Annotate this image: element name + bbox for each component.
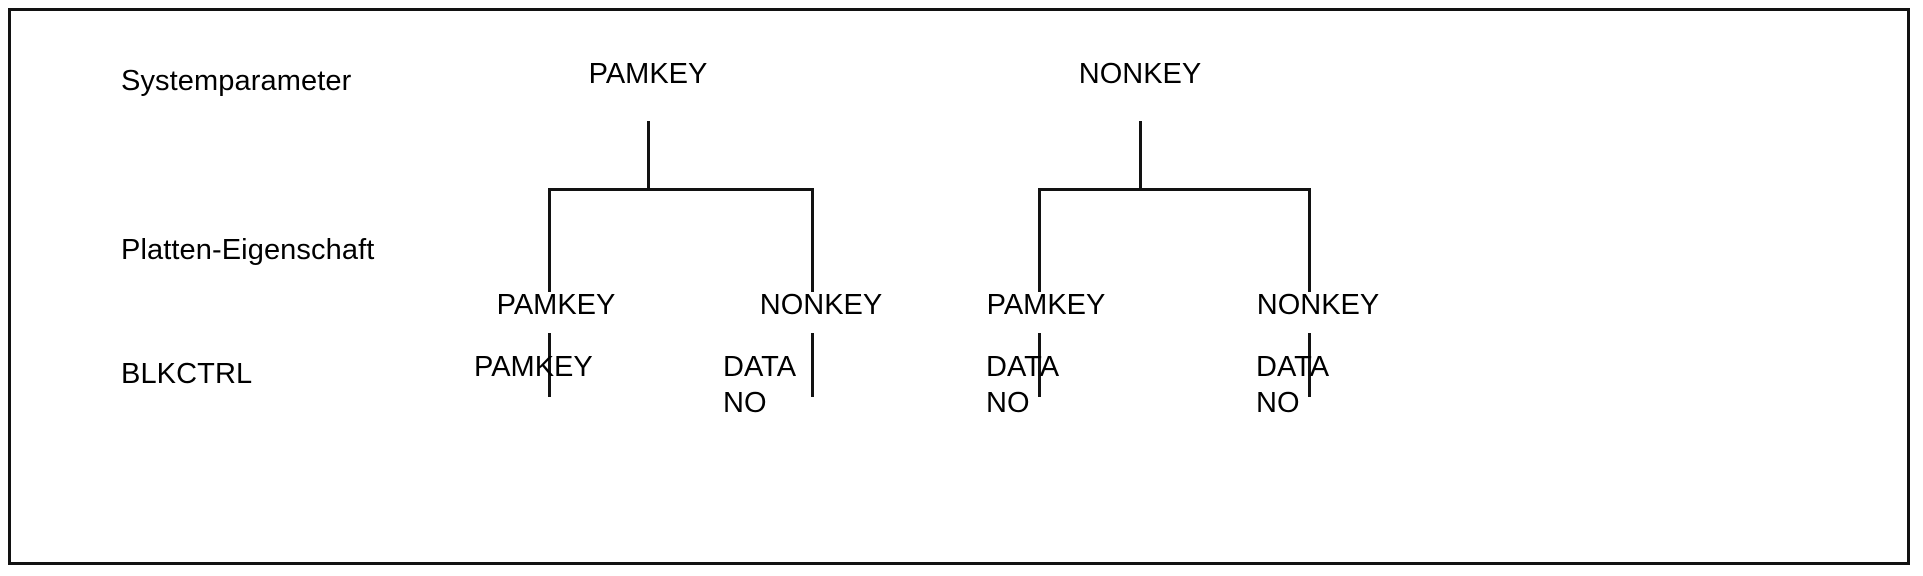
tree1-right-leaf-line2: NO [723, 387, 767, 419]
tree1-right-child-label: NONKEY [759, 289, 883, 321]
row-label-platten-eigenschaft: Platten-Eigenschaft [121, 234, 375, 266]
tree2-left-leaf: DATA NO [986, 349, 1059, 421]
tree2-left-child-label: PAMKEY [986, 289, 1106, 321]
tree1-right-leaf-line [811, 333, 814, 397]
tree2-right-leaf: DATA NO [1256, 349, 1329, 421]
tree2-branch-bar [1038, 188, 1311, 191]
tree2-right-leaf-line2: NO [1256, 387, 1300, 419]
tree2-right-branch-line [1308, 188, 1311, 292]
tree1-right-leaf-line1: DATA [723, 351, 797, 383]
tree2-left-leaf-line2: NO [986, 387, 1030, 419]
tree1-left-leaf-line1: PAMKEY [474, 351, 593, 383]
tree1-right-branch-line [811, 188, 814, 292]
tree1-root-stem [647, 121, 650, 190]
tree1-left-child-backdrop [481, 292, 641, 332]
tree1-left-leaf: PAMKEY [474, 349, 593, 385]
figure-border: Systemparameter Platten-Eigenschaft BLKC… [8, 8, 1910, 565]
tree1-left-child-label: PAMKEY [496, 289, 616, 321]
tree2-root-label: NONKEY [1078, 58, 1202, 90]
tree2-right-child-label: NONKEY [1256, 289, 1380, 321]
tree2-right-child-backdrop [1243, 292, 1403, 332]
tree2-left-leaf-line [1038, 333, 1041, 397]
tree1-branch-bar [548, 188, 814, 191]
tree1-left-leaf-line [548, 333, 551, 397]
tree1-right-leaf: DATA NO [723, 349, 796, 421]
row-label-blkctrl: BLKCTRL [121, 358, 253, 390]
tree2-left-branch-line [1038, 188, 1041, 292]
tree2-right-leaf-line1: DATA [1256, 351, 1330, 383]
tree1-left-branch-line [548, 188, 551, 292]
tree2-left-child-backdrop [971, 292, 1131, 332]
tree2-left-leaf-line1: DATA [986, 351, 1060, 383]
tree1-right-child-backdrop [746, 292, 906, 332]
tree2-root-stem [1139, 121, 1142, 190]
tree1-root-label: PAMKEY [588, 58, 708, 90]
row-label-systemparameter: Systemparameter [121, 65, 352, 97]
tree2-right-leaf-line [1308, 333, 1311, 397]
